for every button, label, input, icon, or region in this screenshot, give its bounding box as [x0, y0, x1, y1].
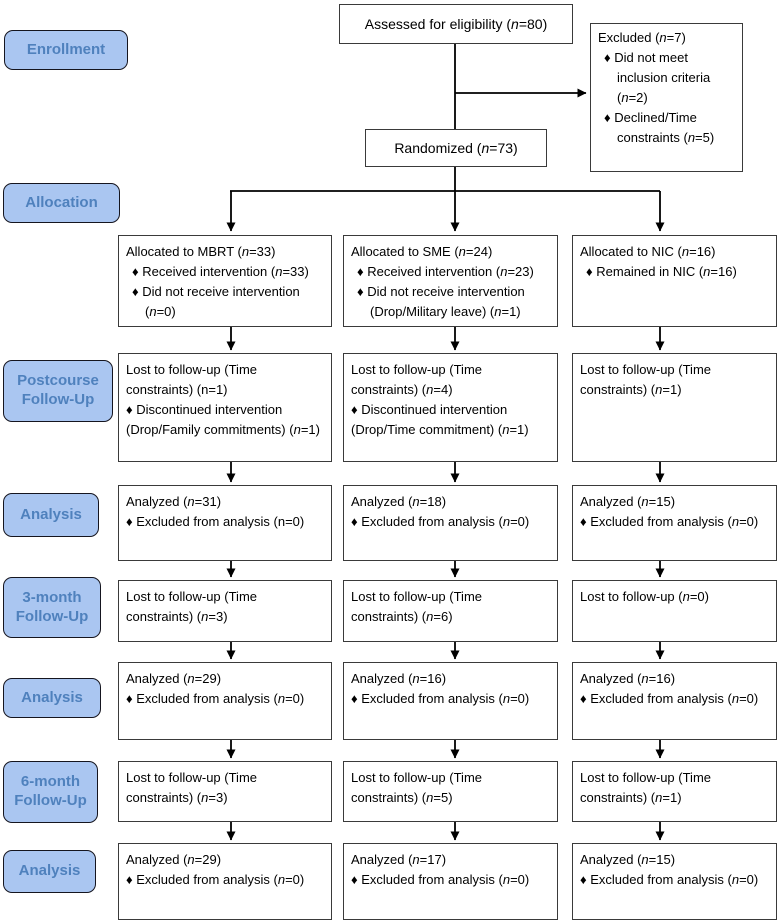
box-excluded: Excluded (n=7) ♦ Did not meet inclusion …: [590, 23, 743, 172]
analysis-text: ♦ Excluded from analysis (n=0): [351, 872, 530, 887]
allocation-bullet: ♦ Did not receive intervention (Drop/Mil…: [357, 284, 525, 319]
box-assessed-eligibility: Assessed for eligibility (n=80): [339, 4, 573, 44]
box-3-month-analysis-sme: Analyzed (n=16) ♦ Excluded from analysis…: [343, 662, 558, 740]
analysis-text: Analyzed (n=17): [351, 852, 447, 867]
analysis-text: ♦ Excluded from analysis (n=0): [126, 872, 305, 887]
followup-text: Lost to follow-up (Time constraints) (n=…: [126, 589, 258, 624]
allocation-bullet: ♦ Received intervention (n=33): [132, 264, 309, 279]
excluded-title: Excluded (n=7): [598, 30, 686, 45]
stage-label-enrollment: Enrollment: [4, 30, 128, 70]
allocation-title: Allocated to MBRT (n=33): [126, 244, 276, 259]
box-3-month-followup-nic: Lost to follow-up (n=0): [572, 580, 777, 642]
followup-text: Lost to follow-up (Time constraints) (n=…: [351, 362, 483, 397]
followup-text: Lost to follow-up (n=0): [580, 589, 709, 604]
box-postcourse-analysis-sme: Analyzed (n=18) ♦ Excluded from analysis…: [343, 485, 558, 561]
analysis-text: Analyzed (n=16): [351, 671, 447, 686]
box-6-month-followup-nic: Lost to follow-up (Time constraints) (n=…: [572, 761, 777, 822]
analysis-text: Analyzed (n=29): [126, 671, 222, 686]
analysis-text: ♦ Excluded from analysis (n=0): [351, 691, 530, 706]
allocation-title: Allocated to SME (n=24): [351, 244, 493, 259]
stage-label-6-month-followup: 6-month Follow-Up: [3, 761, 98, 823]
analysis-text: ♦ Excluded from analysis (n=0): [351, 514, 530, 529]
box-3-month-followup-sme: Lost to follow-up (Time constraints) (n=…: [343, 580, 558, 642]
followup-text: ♦ Discontinued intervention (Drop/Family…: [126, 402, 320, 437]
stage-label-analysis-1: Analysis: [3, 493, 99, 537]
box-3-month-followup-mbrt: Lost to follow-up (Time constraints) (n=…: [118, 580, 332, 642]
allocation-bullet: ♦ Remained in NIC (n=16): [586, 264, 737, 279]
box-postcourse-followup-sme: Lost to follow-up (Time constraints) (n=…: [343, 353, 558, 462]
analysis-text: ♦ Excluded from analysis (n=0): [580, 691, 759, 706]
analysis-text: ♦ Excluded from analysis (n=0): [580, 514, 759, 529]
box-6-month-analysis-sme: Analyzed (n=17) ♦ Excluded from analysis…: [343, 843, 558, 920]
box-6-month-analysis-mbrt: Analyzed (n=29) ♦ Excluded from analysis…: [118, 843, 332, 920]
box-3-month-analysis-nic: Analyzed (n=16) ♦ Excluded from analysis…: [572, 662, 777, 740]
randomized-text: Randomized (n=73): [394, 140, 518, 156]
analysis-text: Analyzed (n=16): [580, 671, 676, 686]
box-allocation-mbrt: Allocated to MBRT (n=33) ♦ Received inte…: [118, 235, 332, 327]
followup-text: Lost to follow-up (Time constraints) (n=…: [580, 770, 712, 805]
stage-label-3-month-followup: 3-month Follow-Up: [3, 577, 101, 638]
box-6-month-followup-sme: Lost to follow-up (Time constraints) (n=…: [343, 761, 558, 822]
analysis-text: ♦ Excluded from analysis (n=0): [126, 514, 305, 529]
analysis-text: ♦ Excluded from analysis (n=0): [580, 872, 759, 887]
followup-text: ♦ Discontinued intervention (Drop/Time c…: [351, 402, 529, 437]
analysis-text: Analyzed (n=31): [126, 494, 222, 509]
box-allocation-sme: Allocated to SME (n=24) ♦ Received inter…: [343, 235, 558, 327]
stage-label-analysis-3: Analysis: [3, 850, 96, 893]
followup-text: Lost to follow-up (Time constraints) (n=…: [126, 362, 258, 397]
allocation-bullet: ♦ Received intervention (n=23): [357, 264, 534, 279]
followup-text: Lost to follow-up (Time constraints) (n=…: [580, 362, 712, 397]
box-allocation-nic: Allocated to NIC (n=16) ♦ Remained in NI…: [572, 235, 777, 327]
allocation-title: Allocated to NIC (n=16): [580, 244, 716, 259]
followup-text: Lost to follow-up (Time constraints) (n=…: [351, 770, 483, 805]
excluded-bullet-2: ♦ Declined/Time constraints (n=5): [604, 110, 715, 145]
box-6-month-analysis-nic: Analyzed (n=15) ♦ Excluded from analysis…: [572, 843, 777, 920]
box-postcourse-followup-nic: Lost to follow-up (Time constraints) (n=…: [572, 353, 777, 462]
followup-text: Lost to follow-up (Time constraints) (n=…: [126, 770, 258, 805]
box-postcourse-analysis-nic: Analyzed (n=15) ♦ Excluded from analysis…: [572, 485, 777, 561]
analysis-text: Analyzed (n=29): [126, 852, 222, 867]
stage-label-allocation: Allocation: [3, 183, 120, 223]
excluded-bullet-1: ♦ Did not meet inclusion criteria (n=2): [604, 50, 711, 105]
box-postcourse-followup-mbrt: Lost to follow-up (Time constraints) (n=…: [118, 353, 332, 462]
stage-label-postcourse-followup: Postcourse Follow-Up: [3, 360, 113, 422]
stage-label-analysis-2: Analysis: [3, 678, 101, 718]
box-3-month-analysis-mbrt: Analyzed (n=29) ♦ Excluded from analysis…: [118, 662, 332, 740]
box-postcourse-analysis-mbrt: Analyzed (n=31) ♦ Excluded from analysis…: [118, 485, 332, 561]
assessed-text: Assessed for eligibility (n=80): [364, 16, 548, 32]
analysis-text: Analyzed (n=18): [351, 494, 447, 509]
allocation-bullet: ♦ Did not receive intervention (n=0): [132, 284, 300, 319]
box-6-month-followup-mbrt: Lost to follow-up (Time constraints) (n=…: [118, 761, 332, 822]
box-randomized: Randomized (n=73): [365, 129, 547, 167]
followup-text: Lost to follow-up (Time constraints) (n=…: [351, 589, 483, 624]
analysis-text: Analyzed (n=15): [580, 852, 676, 867]
analysis-text: Analyzed (n=15): [580, 494, 676, 509]
analysis-text: ♦ Excluded from analysis (n=0): [126, 691, 305, 706]
